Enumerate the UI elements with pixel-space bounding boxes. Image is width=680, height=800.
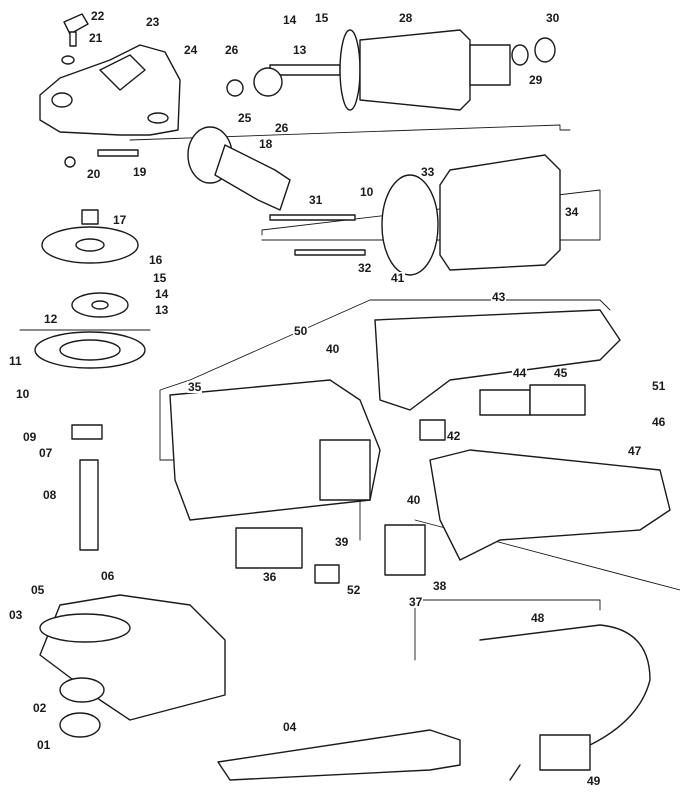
label-19: 19 [132, 165, 148, 179]
label-52: 52 [346, 583, 362, 597]
stator [269, 154, 561, 276]
label-09: 09 [22, 430, 38, 444]
label-44: 44 [512, 366, 528, 380]
label-17: 17 [112, 213, 128, 227]
label-04: 04 [282, 720, 298, 734]
motor-housing [169, 379, 381, 569]
label-10: 10 [359, 185, 375, 199]
label-40: 40 [406, 493, 422, 507]
label-35: 35 [187, 380, 203, 394]
label-15: 15 [152, 271, 168, 285]
label-15: 15 [314, 11, 330, 25]
label-11: 11 [8, 354, 23, 368]
label-21: 21 [88, 31, 104, 45]
armature [226, 29, 556, 111]
label-46: 46 [651, 415, 667, 429]
label-20: 20 [86, 167, 102, 181]
label-01: 01 [36, 738, 52, 752]
label-25: 25 [237, 111, 253, 125]
label-13: 13 [292, 43, 308, 57]
label-23: 23 [145, 15, 161, 29]
gearbox-parts [34, 209, 146, 551]
label-06: 06 [100, 569, 116, 583]
label-26: 26 [274, 121, 290, 135]
label-29: 29 [528, 73, 544, 87]
label-07: 07 [38, 446, 54, 460]
label-02: 02 [32, 701, 48, 715]
label-14: 14 [282, 13, 298, 27]
label-08: 08 [42, 488, 58, 502]
label-41: 41 [390, 271, 406, 285]
label-43: 43 [491, 290, 507, 304]
label-13: 13 [154, 303, 170, 317]
label-26: 26 [224, 43, 240, 57]
label-40: 40 [325, 342, 341, 356]
gear-head-housing [39, 13, 181, 136]
label-30: 30 [545, 11, 561, 25]
label-39: 39 [334, 535, 350, 549]
rear-handle [314, 309, 671, 584]
label-16: 16 [148, 253, 164, 267]
label-22: 22 [90, 9, 106, 23]
label-32: 32 [357, 261, 373, 275]
label-37: 37 [408, 595, 424, 609]
label-14: 14 [154, 287, 170, 301]
label-34: 34 [564, 205, 580, 219]
label-18: 18 [258, 137, 274, 151]
guard-and-accessories [39, 594, 461, 781]
label-51: 51 [651, 379, 667, 393]
label-24: 24 [183, 43, 199, 57]
label-03: 03 [8, 608, 24, 622]
power-cord [479, 624, 651, 781]
label-38: 38 [432, 579, 448, 593]
label-36: 36 [262, 570, 278, 584]
label-48: 48 [530, 611, 546, 625]
label-50: 50 [293, 324, 309, 338]
label-45: 45 [553, 366, 569, 380]
label-10: 10 [15, 387, 31, 401]
label-47: 47 [627, 444, 643, 458]
side-handle [64, 126, 291, 211]
label-28: 28 [398, 11, 414, 25]
label-31: 31 [308, 193, 324, 207]
label-42: 42 [446, 429, 462, 443]
label-33: 33 [420, 165, 436, 179]
label-49: 49 [586, 774, 602, 788]
label-12: 12 [43, 312, 59, 326]
label-05: 05 [30, 583, 46, 597]
